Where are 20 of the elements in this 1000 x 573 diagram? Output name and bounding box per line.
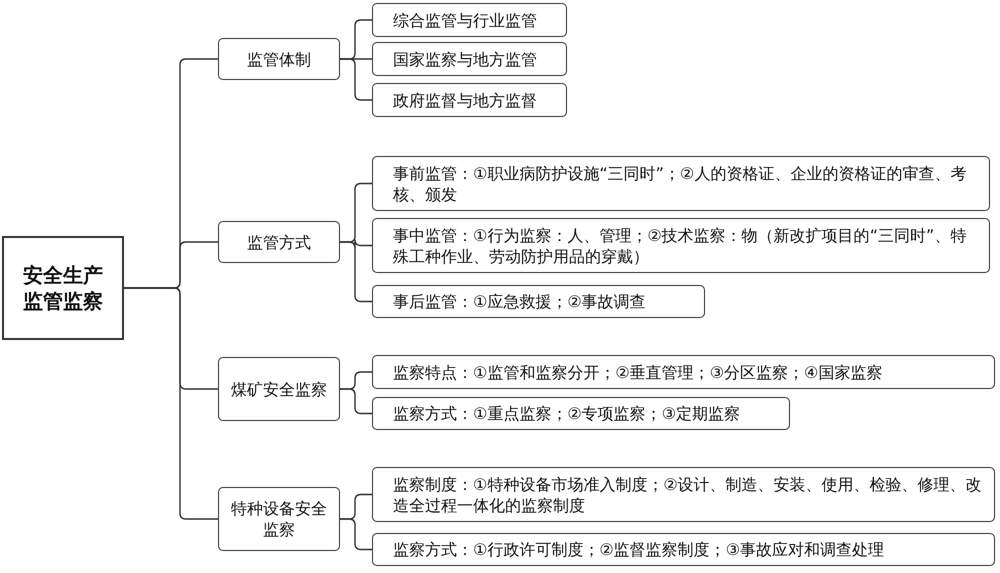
detail-box: 事中监管：①行为监察：人、管理；②技术监察：物（新改扩项目的“三同时”、特殊工种作业、劳动防护用品的穿戴） bbox=[372, 218, 990, 273]
topic-box: 安全生产监管监察 bbox=[2, 236, 124, 340]
detail-box: 监察制度：①特种设备市场准入制度；②设计、制造、安装、使用、检验、修理、改造全过程一体化的监察制度 bbox=[372, 467, 995, 522]
connector-line bbox=[340, 241, 372, 302]
detail-box: 监察方式：①重点监察；②专项监察；③定期监察 bbox=[372, 397, 790, 430]
detail-box: 监察方式：①行政许可制度；②监督监察制度；③事故应对和调查处理 bbox=[372, 533, 995, 566]
detail-box: 综合监管与行业监管 bbox=[372, 3, 567, 37]
detail-box: 监察特点：①监管和监察分开；②垂直管理；③分区监察；④国家监察 bbox=[372, 355, 995, 389]
detail-box: 国家监察与地方监管 bbox=[372, 42, 567, 76]
connector-line bbox=[340, 388, 372, 414]
detail-box: 事前监管：①职业病防护设施“三同时”；②人的资格证、企业的资格证的审查、考核、颁发 bbox=[372, 156, 990, 211]
detail-box: 政府监督与地方监督 bbox=[372, 83, 567, 117]
connector-line bbox=[124, 287, 218, 520]
branch-box: 煤矿安全监察 bbox=[218, 357, 340, 421]
connector-line bbox=[340, 58, 372, 101]
connector-line bbox=[340, 518, 372, 550]
branch-box: 监管体制 bbox=[218, 38, 340, 80]
branch-box: 特种设备安全监察 bbox=[218, 487, 340, 551]
detail-box: 事后监管：①应急救援；②事故调查 bbox=[372, 285, 705, 318]
branch-box: 监管方式 bbox=[218, 221, 340, 263]
